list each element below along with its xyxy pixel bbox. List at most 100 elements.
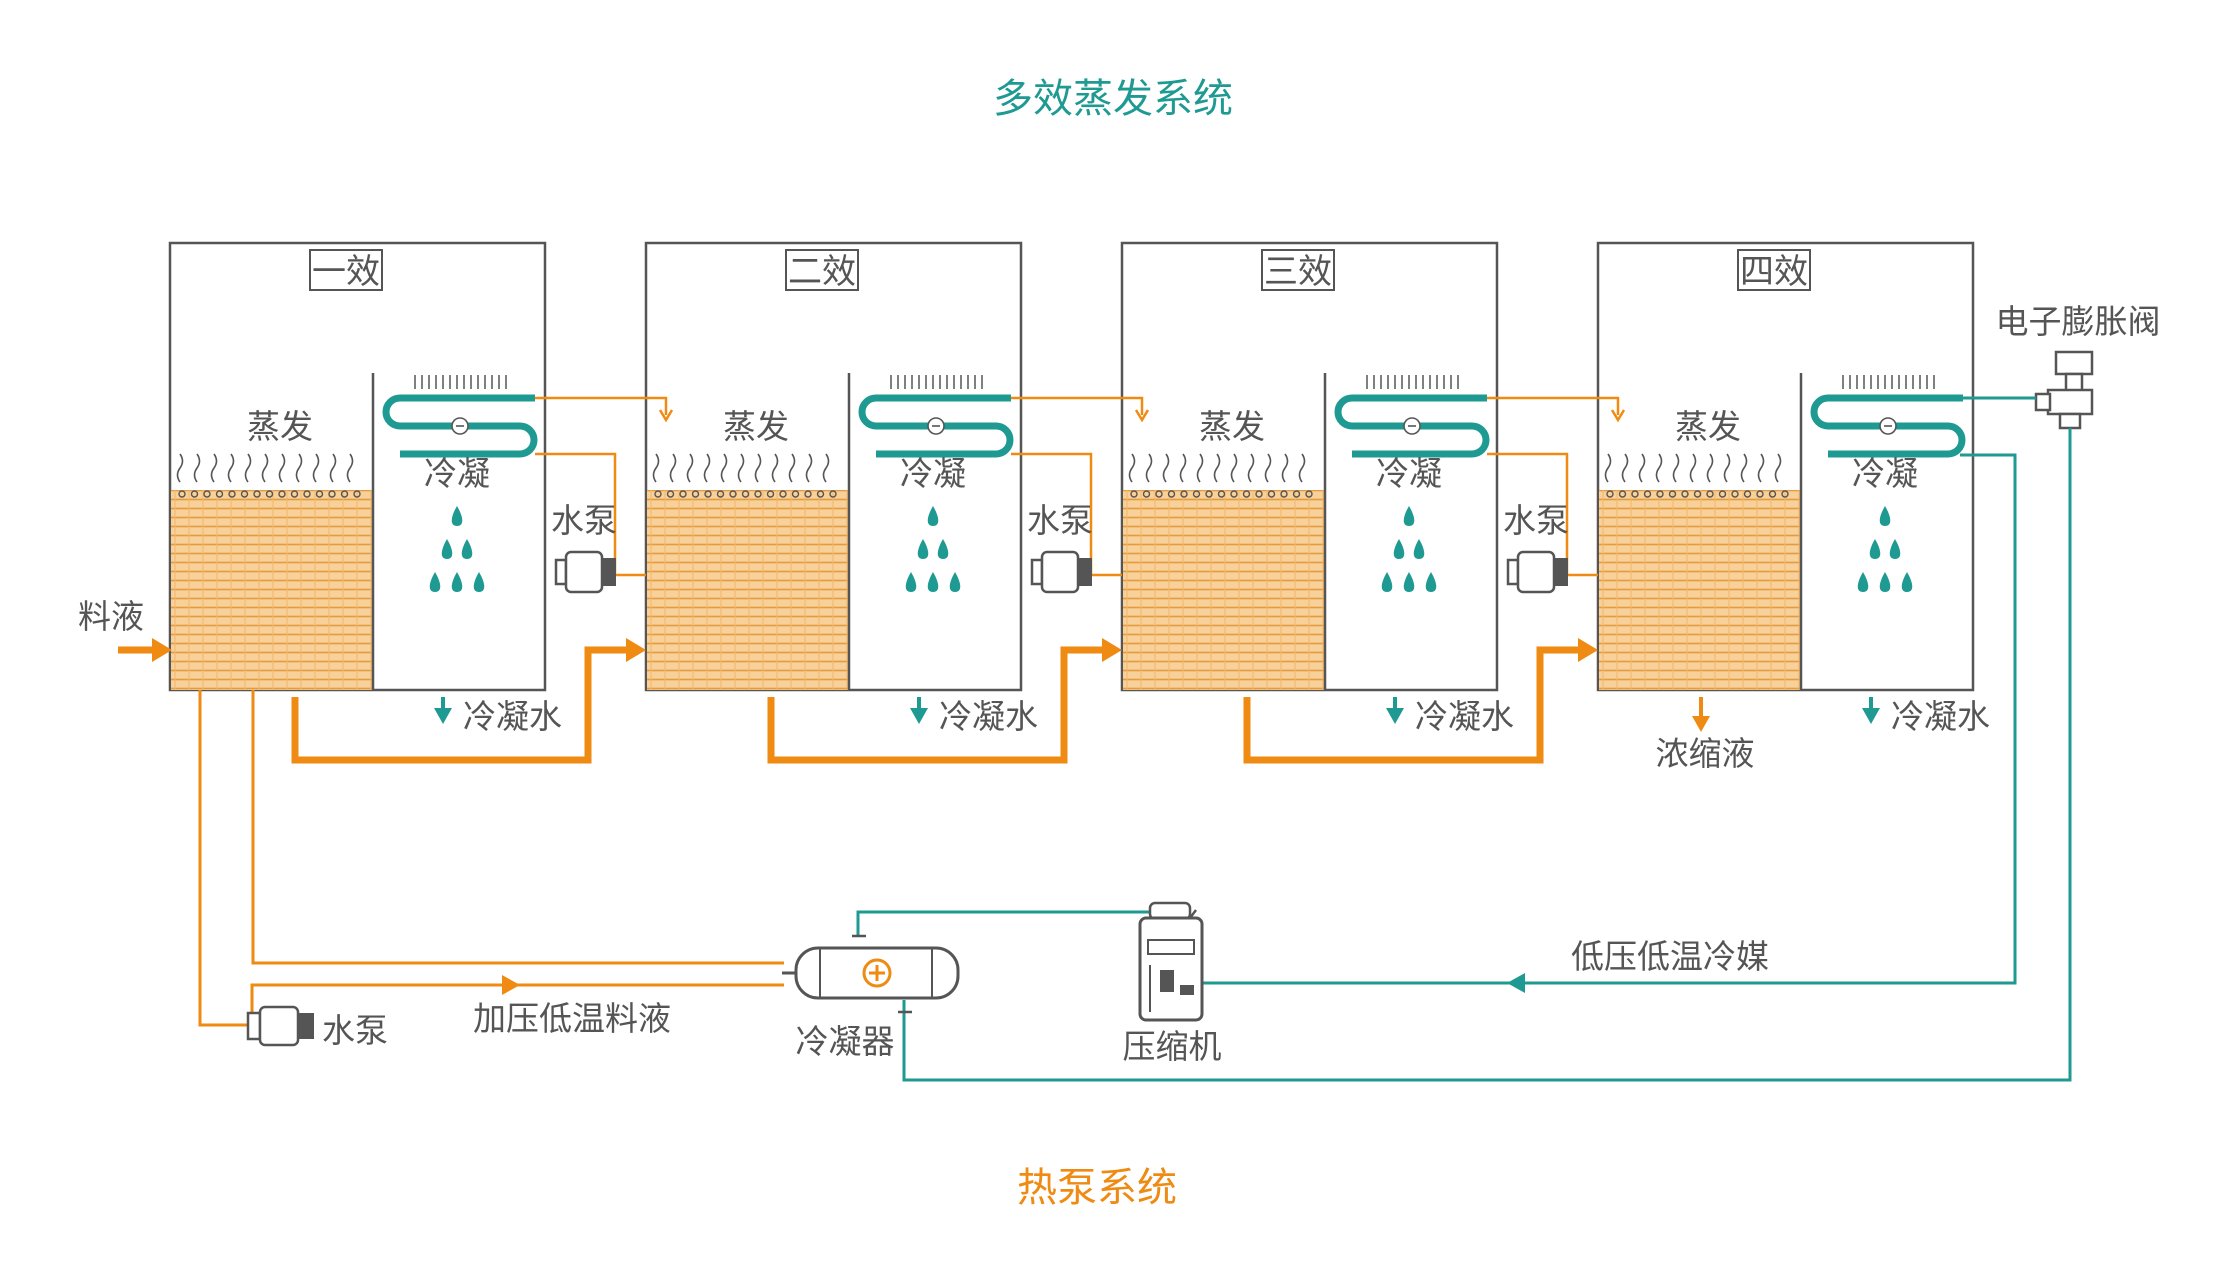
droplet-icon bbox=[451, 506, 463, 526]
bubble bbox=[1693, 490, 1702, 498]
bubble bbox=[1606, 490, 1614, 498]
transfer-pipes: 水泵水泵水泵 bbox=[291, 396, 1626, 764]
concentrate-label: 浓缩液 bbox=[1656, 734, 1755, 773]
pressurized-feed-line bbox=[250, 983, 784, 1012]
bubble bbox=[829, 490, 837, 498]
bubble bbox=[328, 490, 336, 498]
bubble bbox=[340, 490, 349, 498]
droplet-icon bbox=[1857, 572, 1869, 592]
condensate-arrow bbox=[910, 708, 928, 724]
refrigerant-evaporator-to-compressor bbox=[1190, 453, 2017, 985]
effect-name-label: 四效 bbox=[1740, 252, 1808, 292]
bubble bbox=[1631, 490, 1639, 498]
effect-name-frame bbox=[1737, 249, 1811, 291]
bubble bbox=[1718, 490, 1727, 498]
condensate-transfer-pipe bbox=[535, 452, 646, 577]
bubble bbox=[779, 490, 787, 498]
bubble bbox=[1292, 490, 1301, 498]
bubble bbox=[203, 490, 211, 498]
vapor-pipe bbox=[1487, 396, 1620, 415]
pump-icon bbox=[1030, 550, 1092, 594]
steam-icon bbox=[788, 453, 796, 483]
steam-icon bbox=[1689, 453, 1697, 483]
low-pressure-refrigerant-label: 低压低温冷媒 bbox=[1571, 937, 1769, 976]
vapor-pipe-arrow bbox=[1134, 409, 1150, 423]
bubble bbox=[1706, 490, 1714, 498]
droplet-icon bbox=[1403, 572, 1415, 592]
steam-icon bbox=[1655, 453, 1663, 483]
steam-icon bbox=[1264, 453, 1272, 483]
droplet-icon bbox=[937, 539, 949, 559]
condensate-arrow bbox=[434, 708, 452, 724]
bubble bbox=[253, 490, 261, 498]
effect-name-frame bbox=[785, 249, 859, 291]
droplet-icon bbox=[905, 572, 917, 592]
steam-icon bbox=[1213, 453, 1221, 483]
droplet-icon bbox=[1901, 572, 1913, 592]
bubble bbox=[691, 490, 700, 498]
bubble bbox=[1781, 490, 1789, 498]
steam-icon bbox=[312, 453, 320, 483]
bubble bbox=[1681, 490, 1689, 498]
bubble bbox=[791, 490, 800, 498]
steam-icon bbox=[227, 453, 235, 483]
bubble bbox=[1130, 490, 1138, 498]
steam-icon bbox=[210, 453, 218, 483]
steam-icon bbox=[822, 453, 830, 483]
bubble bbox=[265, 490, 274, 498]
pump-label: 水泵 bbox=[551, 501, 617, 540]
pressurized-feed-arrow bbox=[502, 975, 520, 995]
steam-icon bbox=[1638, 453, 1646, 483]
condensate-water-label: 冷凝水 bbox=[1891, 697, 1990, 736]
bubble bbox=[1155, 490, 1163, 498]
bubble bbox=[303, 490, 311, 498]
refrigerant-flow-arrow bbox=[1507, 973, 1525, 993]
bubble bbox=[240, 490, 249, 498]
steam-icon bbox=[1162, 453, 1170, 483]
effect-name-label: 一效 bbox=[312, 252, 380, 292]
bubble bbox=[816, 490, 825, 498]
bubble bbox=[190, 490, 199, 498]
heat-pump-feed-lines bbox=[198, 690, 784, 1027]
vapor-pipe-arrow bbox=[1610, 409, 1626, 423]
droplet-icon bbox=[949, 572, 961, 592]
pump-icon bbox=[554, 550, 616, 594]
droplet-icon bbox=[451, 572, 463, 592]
bubble bbox=[290, 490, 299, 498]
bubble bbox=[1205, 490, 1213, 498]
condensation-label: 冷凝 bbox=[1376, 454, 1442, 493]
steam-icon bbox=[1281, 453, 1289, 483]
droplet-icon bbox=[1425, 572, 1437, 592]
steam-icon bbox=[329, 453, 337, 483]
bottom-pump-icon bbox=[246, 1005, 314, 1047]
effect-name-label: 二效 bbox=[788, 252, 856, 292]
condensate-transfer-pipe bbox=[1011, 452, 1122, 577]
bubble bbox=[1280, 490, 1288, 498]
bubble bbox=[1255, 490, 1263, 498]
droplet-icon bbox=[1879, 572, 1891, 592]
effect-name-frame bbox=[309, 249, 383, 291]
steam-icon bbox=[1706, 453, 1714, 483]
droplet-icon bbox=[917, 539, 929, 559]
bubble bbox=[178, 490, 186, 498]
feed-from-first-effect bbox=[251, 690, 784, 965]
page-title: 多效蒸发系统 bbox=[993, 76, 1233, 122]
bubble bbox=[679, 490, 687, 498]
steam-icon bbox=[244, 453, 252, 483]
expansion-valve-label: 电子膨胀阀 bbox=[1996, 302, 2161, 341]
bubble bbox=[666, 490, 675, 498]
steam-icon bbox=[1128, 453, 1136, 483]
bubble bbox=[704, 490, 712, 498]
pump-icon bbox=[1506, 550, 1568, 594]
bubble bbox=[1768, 490, 1777, 498]
steam-icon bbox=[1604, 453, 1612, 483]
droplet-icon bbox=[1879, 506, 1891, 526]
droplet-icon bbox=[441, 539, 453, 559]
steam-icon bbox=[1247, 453, 1255, 483]
vapor-pipe bbox=[1011, 396, 1144, 415]
bubble bbox=[1618, 490, 1627, 498]
feed-liquid-label: 料液 bbox=[78, 597, 144, 636]
